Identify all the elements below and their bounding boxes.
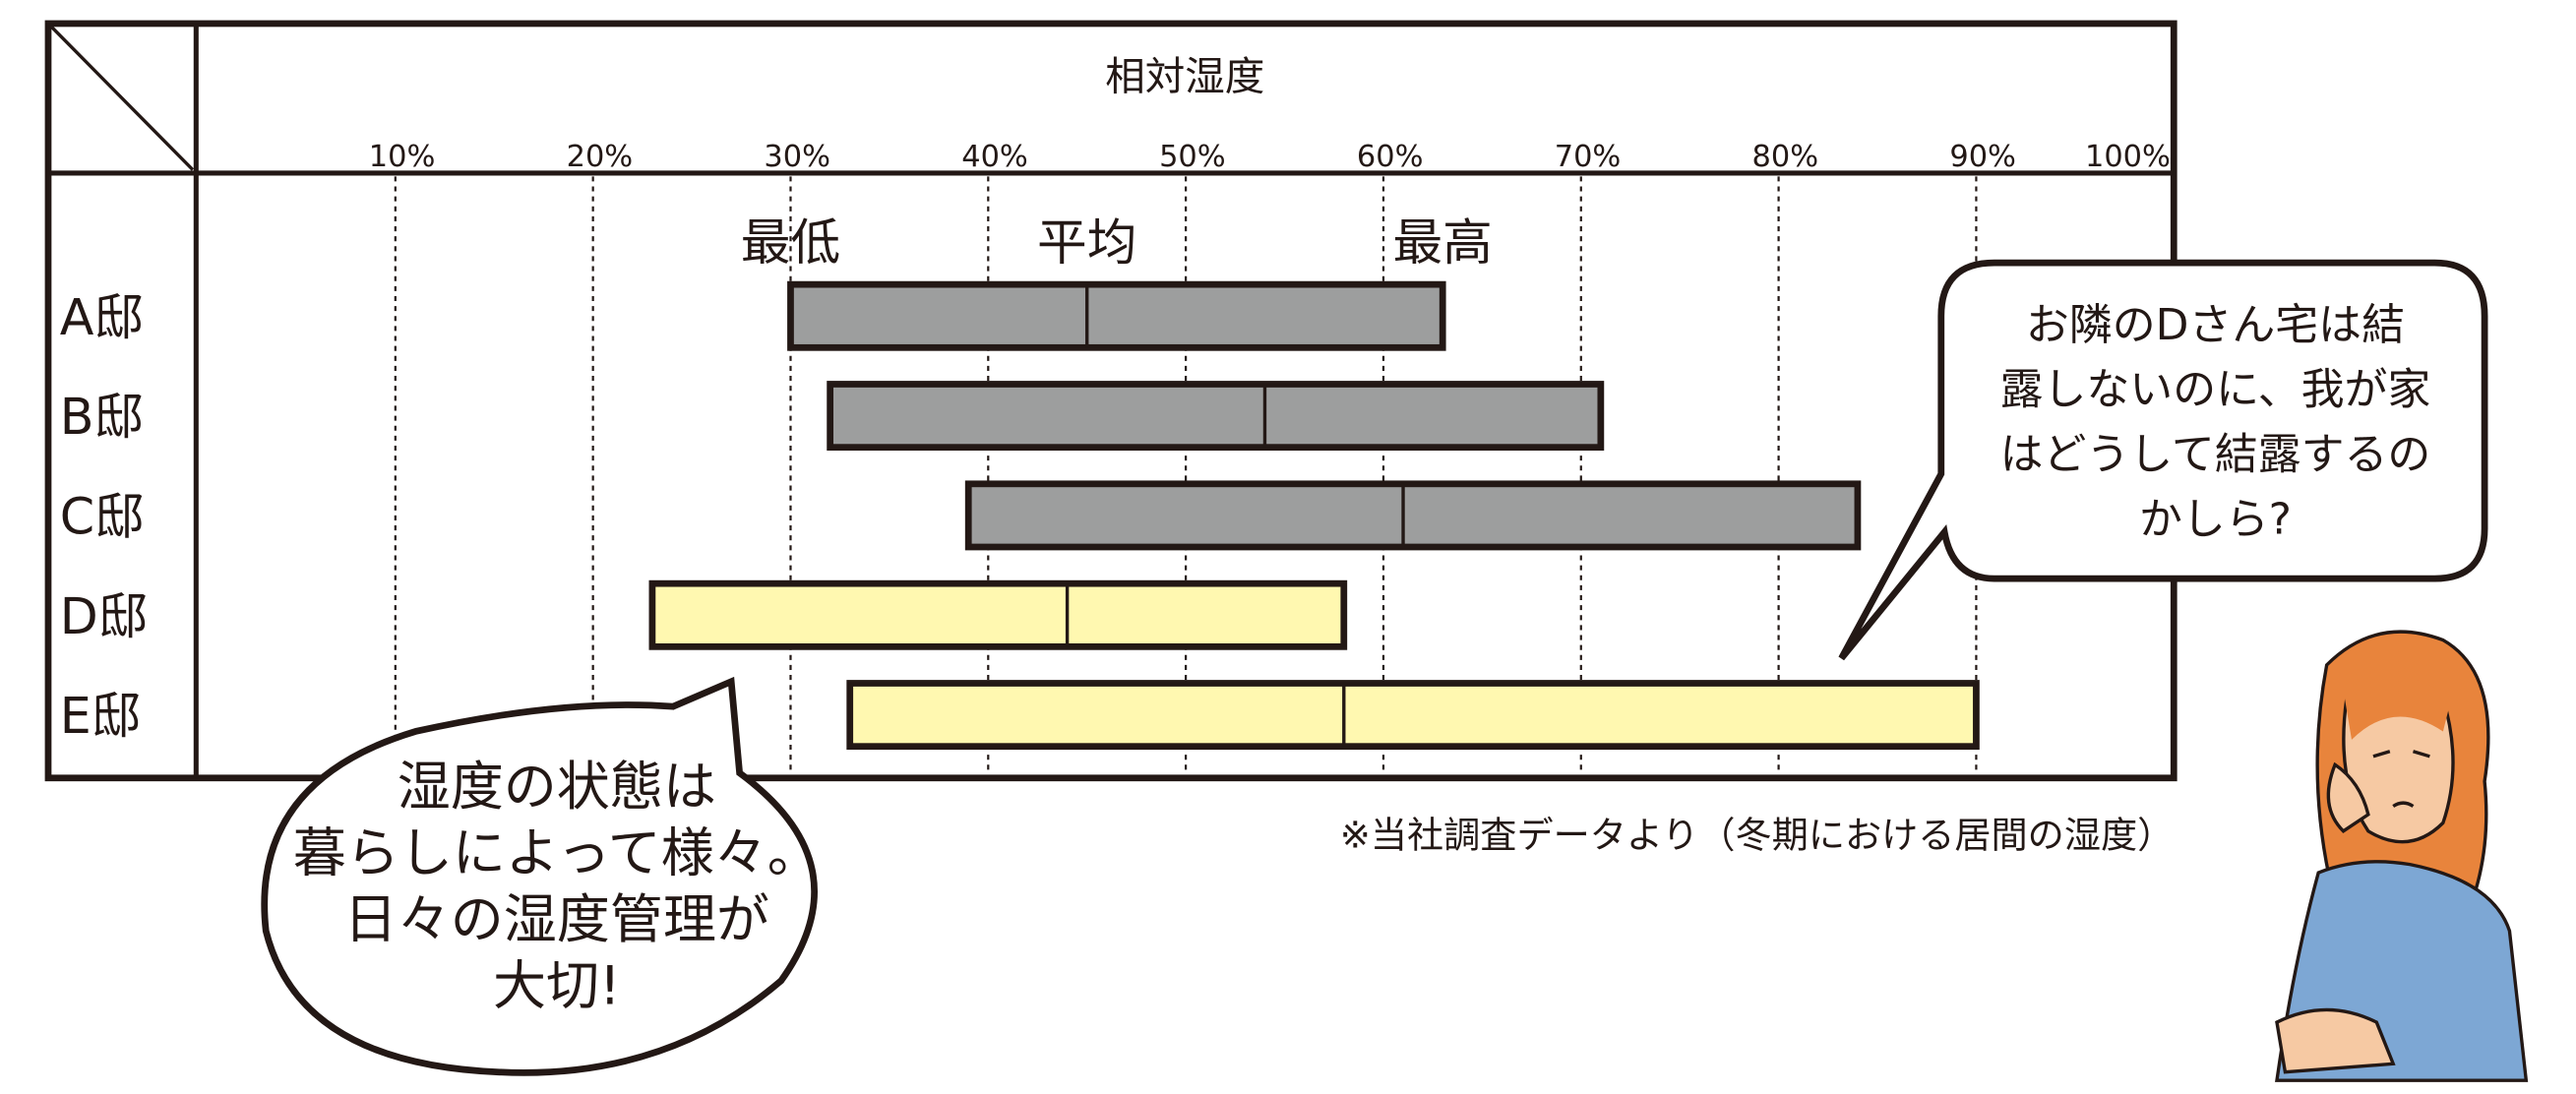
x-tick-label: 50% <box>1159 140 1226 174</box>
left-bubble-line: 日々の湿度管理が <box>344 888 769 950</box>
axis-title: 相対湿度 <box>1105 53 1264 100</box>
row-label: B邸 <box>60 388 144 446</box>
legend-label-min: 最低 <box>741 213 840 272</box>
row-label: D邸 <box>60 587 149 645</box>
data-source-note: ※当社調査データより（冬期における居間の湿度） <box>1340 815 2174 857</box>
worried-woman-illustration <box>2275 630 2529 1082</box>
corner-diagonal <box>50 26 195 171</box>
x-tick-label: 30% <box>764 140 830 174</box>
x-tick-label: 100% <box>2085 140 2171 174</box>
x-tick-label: 90% <box>1949 140 2016 174</box>
range-bar <box>846 680 1980 751</box>
legend-label-max: 最高 <box>1393 213 1493 272</box>
right-bubble-line: はどうして結露するの <box>2000 430 2431 480</box>
range-bar <box>787 280 1446 351</box>
x-tick-label: 80% <box>1752 140 1819 174</box>
range-bar <box>648 579 1348 650</box>
x-tick-label: 40% <box>961 140 1028 174</box>
x-tick-label: 60% <box>1357 140 1424 174</box>
right-bubble-line: お隣のDさん宅は結 <box>2026 300 2405 350</box>
range-bar <box>827 381 1605 452</box>
right-bubble-line: 露しないのに、我が家 <box>2000 365 2431 415</box>
row-label: E邸 <box>60 687 142 745</box>
left-bubble-line: 湿度の状態は <box>398 756 716 818</box>
legend-label-avg: 平均 <box>1037 213 1136 272</box>
right-bubble-line: かしら? <box>2139 494 2292 544</box>
row-label: C邸 <box>60 487 145 545</box>
x-tick-label: 10% <box>369 140 436 174</box>
row-label: A邸 <box>60 288 144 346</box>
range-bar <box>964 480 1862 551</box>
left-bubble-line: 大切! <box>493 954 621 1016</box>
x-tick-label: 70% <box>1555 140 1622 174</box>
left-bubble-line: 暮らしによって様々。 <box>293 821 821 883</box>
x-tick-label: 20% <box>567 140 634 174</box>
